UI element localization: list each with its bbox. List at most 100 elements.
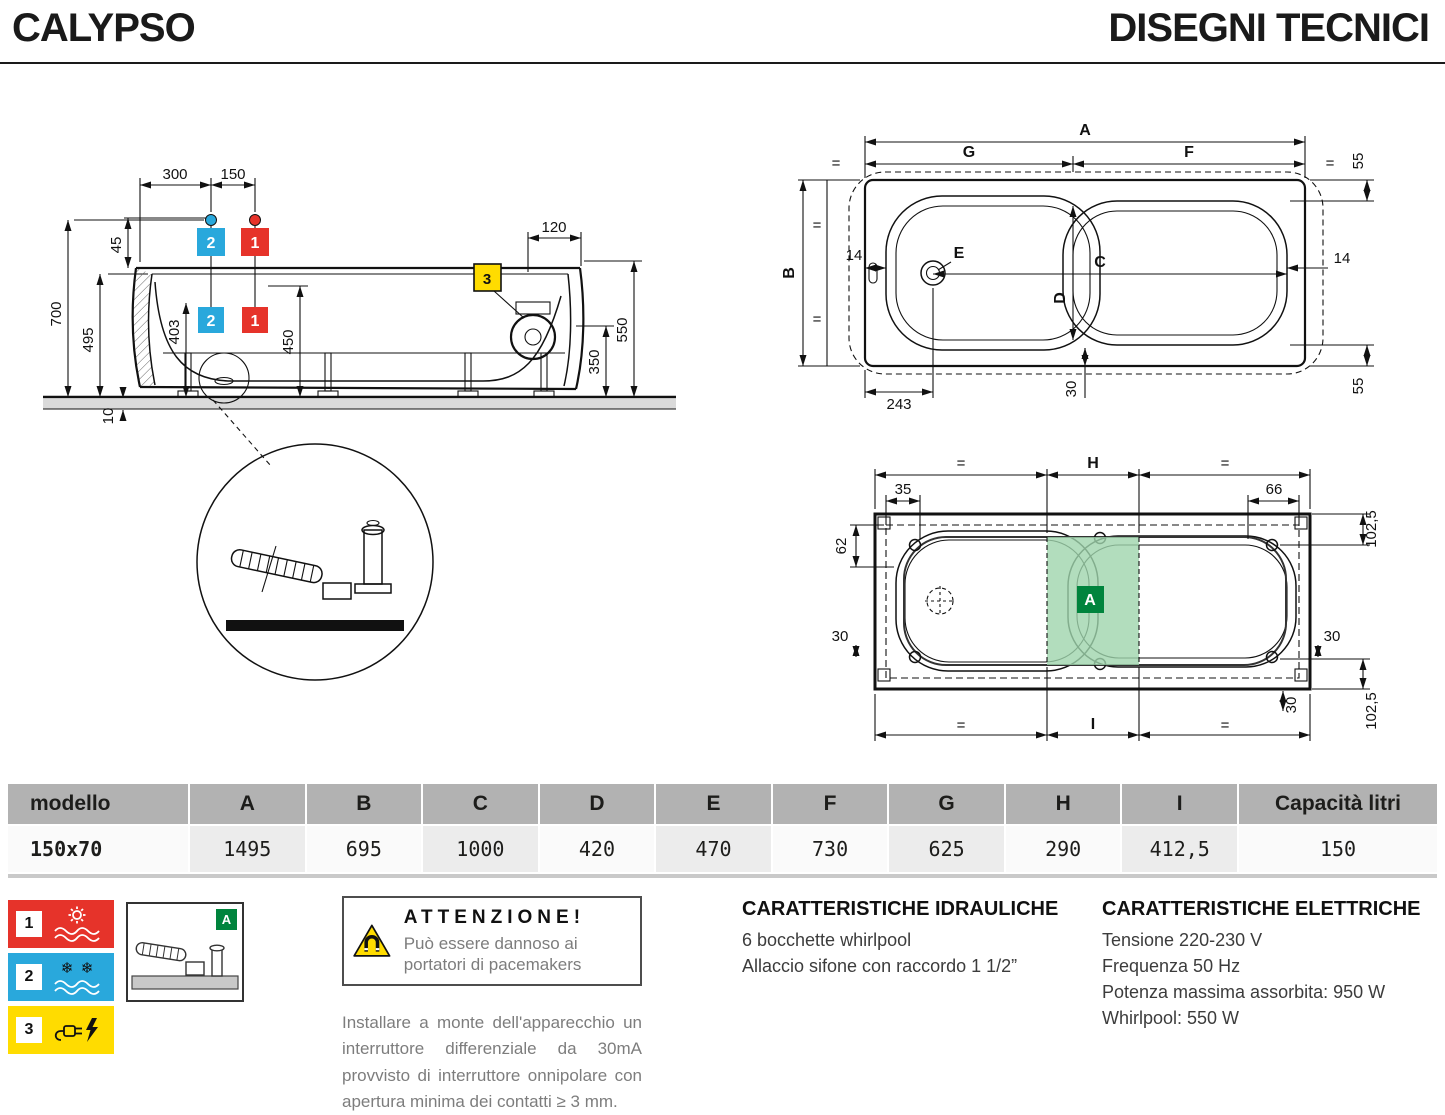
- side-markers: 2 1 2 1 3: [197, 214, 525, 333]
- dim-10: 10: [100, 408, 117, 425]
- header-A: A: [190, 784, 305, 824]
- hydraulic-title: CARATTERISTICHE IDRAULICHE: [742, 898, 1059, 920]
- top-view-drawing: A G F = = B = = 14 14 E C D 243 30 55 55: [781, 122, 1374, 413]
- legend-hot-water: 1: [8, 900, 114, 948]
- header-I: I: [1122, 784, 1237, 824]
- legend-cold-number: 2: [16, 964, 42, 990]
- legend-cold-water: 2 ❄ ❄: [8, 953, 114, 1001]
- dim-66: 66: [1266, 481, 1283, 498]
- marker-hot-top: 1: [251, 235, 260, 252]
- attention-title: ATTENZIONE!: [403, 906, 586, 928]
- legend-hot-number: 1: [16, 911, 42, 937]
- cell-H: 290: [1005, 826, 1121, 872]
- cell-model: 150x70: [8, 826, 188, 872]
- dim-700: 700: [48, 301, 65, 326]
- attention-box: ATTENZIONE! Può essere dannoso ai portat…: [342, 896, 642, 986]
- plan-view-labels: = H = 35 66 102,5 62 30 30 = I = 30 102,…: [832, 455, 1380, 734]
- siphon-detail-circle: [196, 443, 434, 681]
- cell-D: 420: [539, 826, 655, 872]
- electric-plug-icon: [54, 1018, 98, 1042]
- label-C: C: [1094, 254, 1106, 271]
- side-section-drawing: 2 1 2 1 3 300 150 120 45 700 495 403 450…: [43, 166, 676, 681]
- dim-14-right: 14: [1334, 250, 1351, 267]
- electric-line: Tensione 220-230 V: [1102, 930, 1263, 950]
- equal-left-lower: =: [813, 311, 822, 328]
- label-G: G: [963, 144, 975, 161]
- hydraulic-characteristics: CARATTERISTICHE IDRAULICHE 6 bocchette w…: [742, 898, 1082, 979]
- legend-electric: 3: [8, 1006, 114, 1054]
- cell-E: 470: [656, 826, 771, 872]
- top-view-outline: [848, 171, 1324, 375]
- dim-55-top: 55: [1350, 153, 1367, 170]
- label-A: A: [1079, 122, 1091, 139]
- hot-water-icon: [54, 906, 100, 942]
- page-title: CALYPSO: [12, 6, 196, 50]
- marker-hot-inner: 1: [251, 313, 260, 330]
- cold-water-icon: ❄ ❄: [54, 960, 100, 995]
- dim-350: 350: [586, 349, 603, 374]
- label-H: H: [1087, 455, 1099, 472]
- header-D: D: [539, 784, 655, 824]
- hydraulic-line: 6 bocchette whirlpool: [742, 930, 912, 950]
- cell-C: 1000: [423, 826, 538, 872]
- dim-300: 300: [162, 166, 187, 183]
- dim-30-right: 30: [1324, 628, 1341, 645]
- equal-top-right: =: [1326, 155, 1335, 172]
- dim-450: 450: [280, 329, 297, 354]
- dim-30-left: 30: [832, 628, 849, 645]
- page-header: CALYPSO DISEGNI TECNICI: [0, 0, 1445, 64]
- header-E: E: [656, 784, 771, 824]
- install-note: Installare a monte dell'apparecchio un i…: [342, 1013, 642, 1112]
- label-B: B: [781, 267, 798, 279]
- attention-text: Può essere dannoso ai portatori di pacem…: [403, 933, 582, 974]
- plan-view-outline: A: [873, 512, 1312, 691]
- cell-G: 625: [889, 826, 1004, 872]
- dim-243: 243: [886, 396, 911, 413]
- header-H: H: [1005, 784, 1121, 824]
- table-header-row: modello A B C D E F G H I Capacità litri: [8, 784, 1437, 824]
- top-view-dimension-lines: [798, 136, 1374, 398]
- label-E: E: [954, 245, 965, 262]
- cell-F: 730: [772, 826, 888, 872]
- page-subtitle: DISEGNI TECNICI: [1108, 6, 1430, 50]
- drain-a-label: A: [216, 909, 237, 930]
- equal-top-right: =: [1221, 455, 1230, 472]
- legend-electric-number: 3: [16, 1017, 42, 1043]
- dim-30-bottom: 30: [1283, 697, 1300, 714]
- plan-view-drawing: A: [832, 455, 1380, 741]
- magnet-warning-icon: [353, 924, 391, 957]
- dim-30: 30: [1063, 381, 1080, 398]
- label-I: I: [1091, 716, 1095, 733]
- electric-characteristics: CARATTERISTICHE ELETTRICHE Tensione 220-…: [1102, 898, 1442, 1031]
- electric-line: Potenza massima assorbita: 950 W: [1102, 982, 1386, 1002]
- footer: 1 2 ❄ ❄: [0, 878, 1445, 1111]
- cell-A: 1495: [190, 826, 305, 872]
- label-D: D: [1052, 292, 1069, 304]
- header-B: B: [306, 784, 422, 824]
- technical-drawings: 2 1 2 1 3 300 150 120 45 700 495 403 450…: [0, 64, 1445, 784]
- zone-a-label: A: [1084, 592, 1096, 609]
- marker-electric: 3: [483, 271, 491, 288]
- label-F: F: [1184, 144, 1194, 161]
- cell-capacita: 150: [1239, 826, 1437, 872]
- marker-cold-top: 2: [207, 235, 216, 252]
- dim-45: 45: [108, 237, 125, 254]
- header-modello: modello: [8, 784, 188, 824]
- dim-403: 403: [166, 319, 183, 344]
- attention-column: ATTENZIONE! Può essere dannoso ai portat…: [342, 896, 642, 1115]
- plan-dimension-lines: [850, 469, 1370, 741]
- dim-62: 62: [833, 538, 850, 555]
- dim-14-left: 14: [846, 247, 863, 264]
- table-data-row: 150x70 1495 695 1000 420 470 730 625 290…: [8, 826, 1437, 872]
- electric-title: CARATTERISTICHE ELETTRICHE: [1102, 898, 1421, 920]
- equal-left-upper: =: [813, 217, 822, 234]
- dimensions-table: modello A B C D E F G H I Capacità litri…: [8, 784, 1437, 878]
- electric-line: Whirlpool: 550 W: [1102, 1008, 1240, 1028]
- hydraulic-line: Allaccio sifone con raccordo 1 1/2”: [742, 956, 1018, 976]
- dim-150: 150: [220, 166, 245, 183]
- dim-550: 550: [614, 317, 631, 342]
- electric-line: Frequenza 50 Hz: [1102, 956, 1241, 976]
- side-dimension-lines: [64, 178, 642, 421]
- dim-55-bottom: 55: [1350, 378, 1367, 395]
- header-C: C: [423, 784, 538, 824]
